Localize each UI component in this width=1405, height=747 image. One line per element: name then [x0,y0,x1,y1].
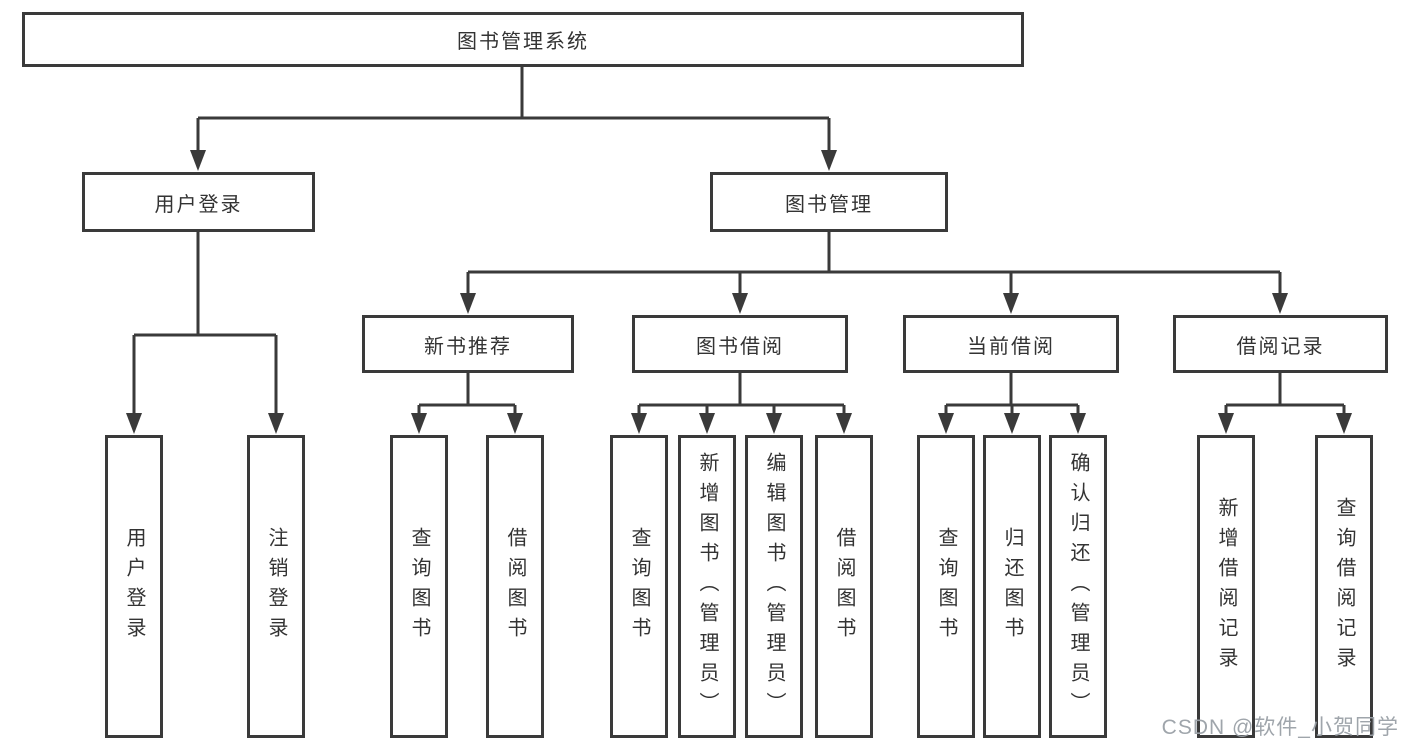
csdn-watermark: CSDN @软件_小贺同学 [1161,716,1399,739]
leaf-query-books-borrowing: 查询图书 [610,435,668,738]
leaf-edit-book-admin: 编辑图书（管理员） [745,435,803,738]
node-book-borrowing: 图书借阅 [632,315,848,373]
node-new-book-recommend: 新书推荐 [362,315,574,373]
node-book-management-label: 图书管理 [785,193,873,216]
leaf-add-book-admin: 新增图书（管理员） [678,435,736,738]
node-borrow-records-label: 借阅记录 [1236,335,1325,358]
leaf-add-borrow-record-label: 新增借阅记录 [1215,496,1237,677]
leaf-add-borrow-record: 新增借阅记录 [1197,435,1255,738]
leaf-query-books-recommend-label: 查询图书 [408,526,430,647]
leaf-query-books-current-label: 查询图书 [935,526,957,647]
node-root-system-label: 图书管理系统 [457,31,589,53]
node-new-book-recommend-label: 新书推荐 [424,335,512,358]
leaf-query-borrow-record: 查询借阅记录 [1315,435,1373,738]
leaf-query-borrow-record-label: 查询借阅记录 [1333,496,1355,677]
leaf-borrow-books-recommend: 借阅图书 [486,435,544,738]
leaf-add-book-admin-label: 新增图书（管理员） [696,451,718,722]
leaf-confirm-return-admin: 确认归还（管理员） [1049,435,1107,738]
leaf-query-books-current: 查询图书 [917,435,975,738]
leaf-confirm-return-admin-label: 确认归还（管理员） [1067,451,1089,722]
leaf-return-book: 归还图书 [983,435,1041,738]
leaf-user-login: 用户登录 [105,435,163,738]
node-borrow-records: 借阅记录 [1173,315,1388,373]
leaf-logout: 注销登录 [247,435,305,738]
node-user-login: 用户登录 [82,172,315,232]
leaf-edit-book-admin-label: 编辑图书（管理员） [763,451,785,722]
leaf-user-login-label: 用户登录 [123,526,145,647]
leaf-logout-label: 注销登录 [265,526,287,647]
node-book-borrowing-label: 图书借阅 [696,335,784,358]
node-root-system: 图书管理系统 [22,12,1024,67]
node-current-borrowing: 当前借阅 [903,315,1119,373]
leaf-return-book-label: 归还图书 [1001,526,1023,647]
leaf-borrow-books-borrowing: 借阅图书 [815,435,873,738]
node-current-borrowing-label: 当前借阅 [967,335,1055,358]
leaf-borrow-books-borrowing-label: 借阅图书 [833,526,855,647]
node-user-login-label: 用户登录 [154,193,243,216]
leaf-query-books-recommend: 查询图书 [390,435,448,738]
node-book-management: 图书管理 [710,172,948,232]
leaf-query-books-borrowing-label: 查询图书 [628,526,650,647]
leaf-borrow-books-recommend-label: 借阅图书 [504,526,526,647]
